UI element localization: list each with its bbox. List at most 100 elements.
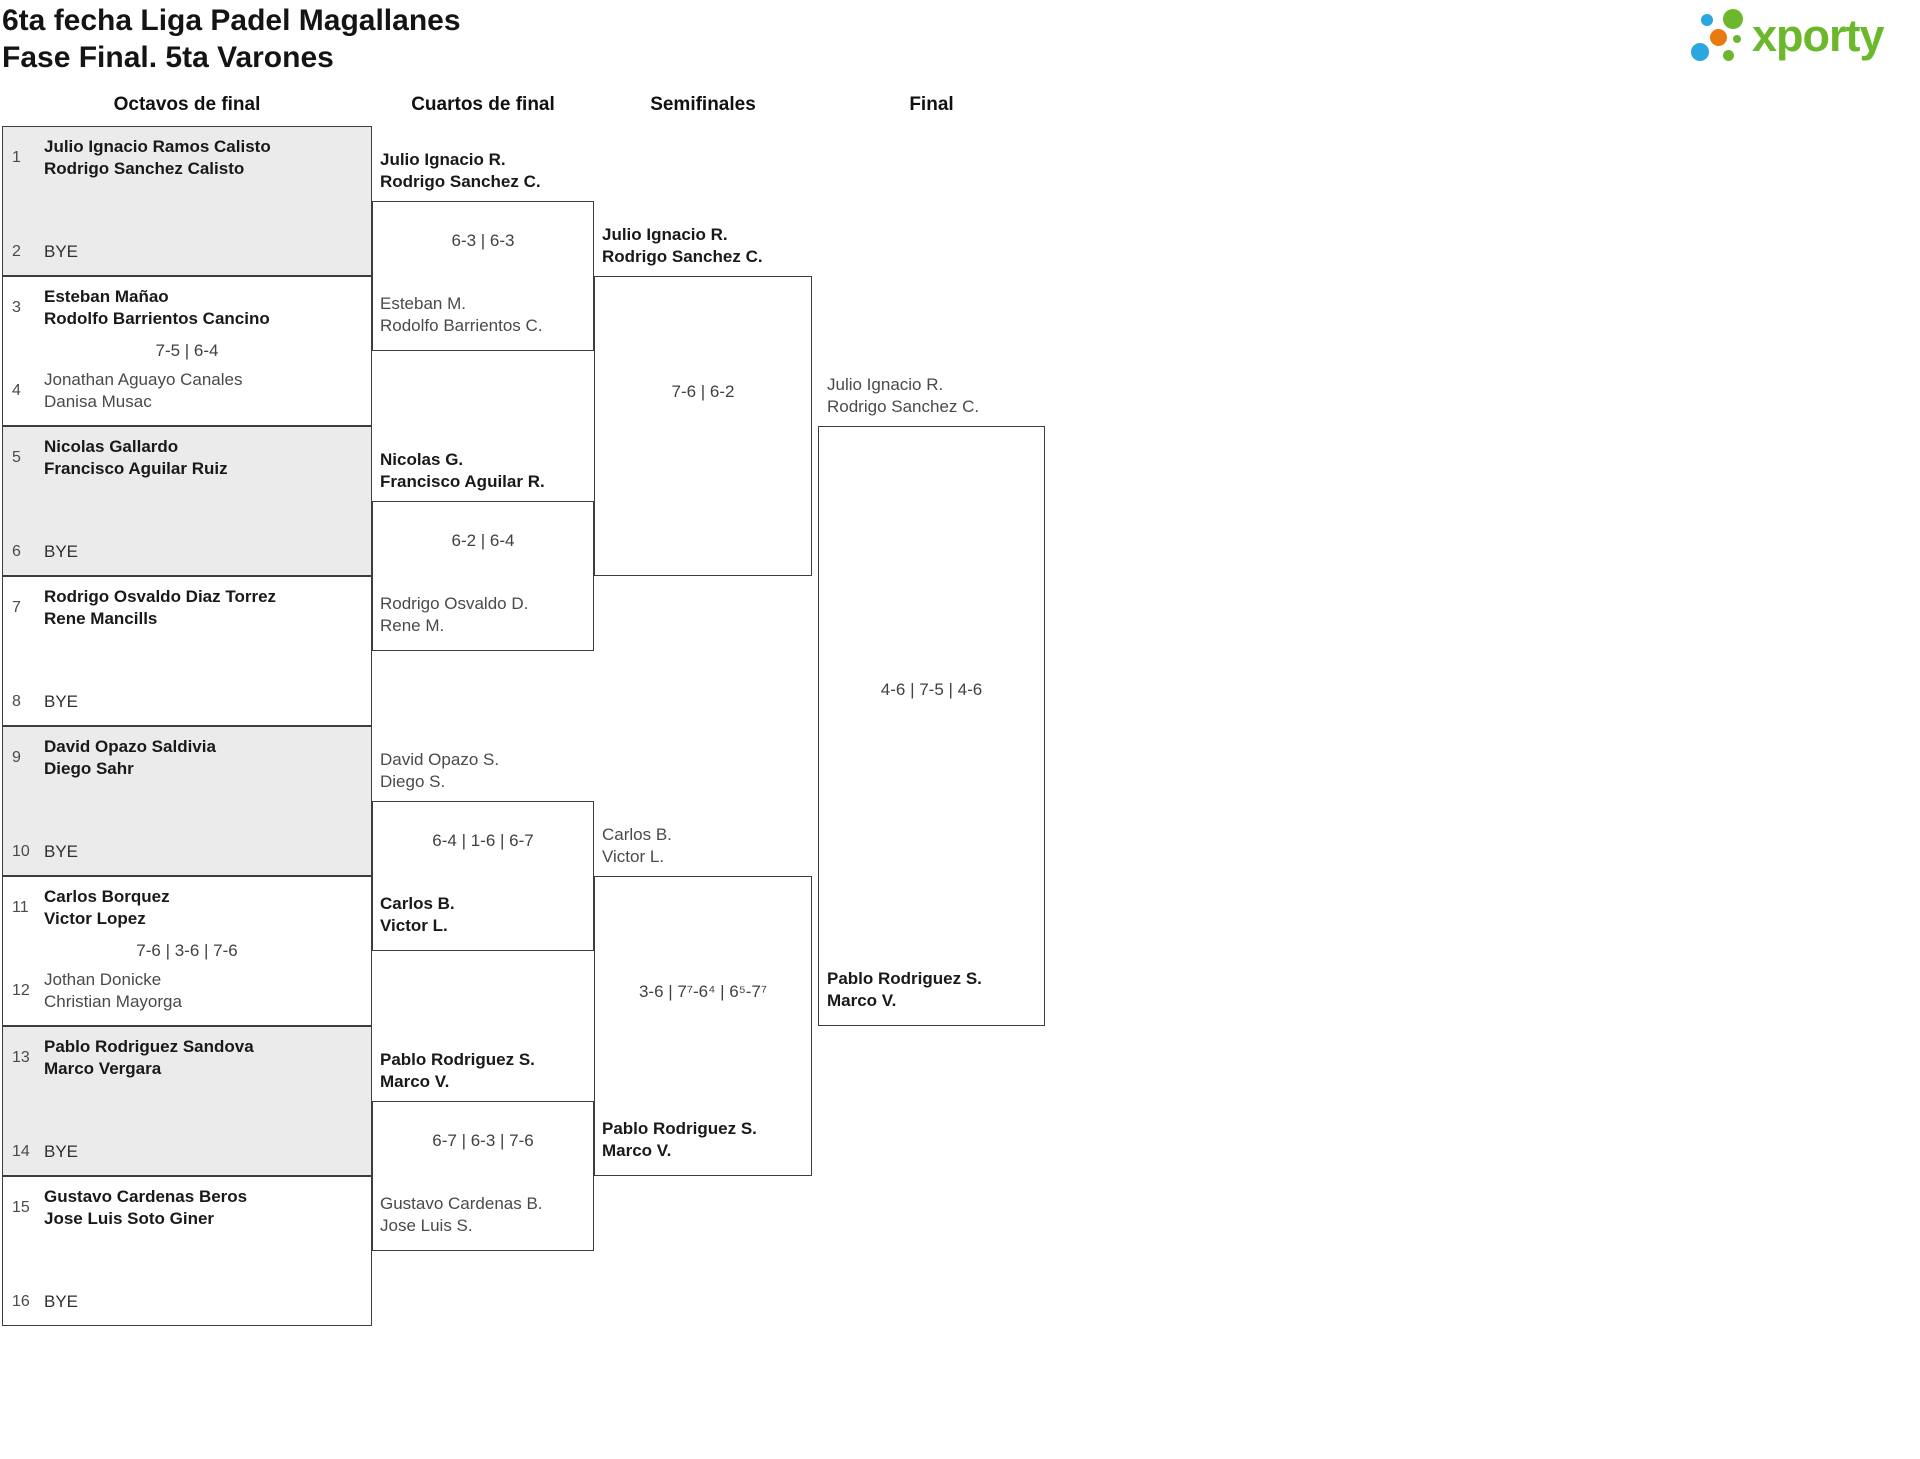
team-names: Pablo Rodriguez Sandova Marco Vergara <box>44 1036 254 1080</box>
seed-number: 11 <box>12 899 29 916</box>
team-slot-14: 14 BYE <box>12 1141 78 1163</box>
team-name-line: Gustavo Cardenas B. <box>380 1194 543 1213</box>
team-name-line: Nicolas G. <box>380 450 464 469</box>
round-header-final: Final <box>909 94 954 115</box>
team-names: Nicolas Gallardo Francisco Aguilar Ruiz <box>44 436 228 480</box>
team-name-line: Esteban M. <box>380 294 466 313</box>
seed-number: 5 <box>12 449 21 466</box>
round-header-semifinales: Semifinales <box>650 94 756 115</box>
team-name-line: Victor L. <box>602 847 665 866</box>
sf2-score: 3-6 | 7⁷-6⁴ | 6⁵-7⁷ <box>638 982 768 1001</box>
qf4-bottom-team: Gustavo Cardenas B. Jose Luis S. <box>380 1193 543 1237</box>
match-score: 7-5 | 6-4 <box>155 341 219 360</box>
team-name-line: Pablo Rodriguez S. <box>602 1119 757 1138</box>
team-name-line: Rene M. <box>380 616 445 635</box>
bye-label: BYE <box>44 542 79 561</box>
seed-number: 14 <box>12 1143 30 1160</box>
qf-match-2 <box>372 501 594 651</box>
qf3-top-team: David Opazo S. Diego S. <box>380 749 499 793</box>
seed-number: 13 <box>12 1049 30 1066</box>
team-name-line: Rodrigo Sanchez C. <box>380 172 541 191</box>
team-slot-1: 1 Julio Ignacio Ramos Calisto Rodrigo Sa… <box>12 136 271 180</box>
team-name-line: Carlos Borquez <box>44 887 170 906</box>
logo-dot-blue-big <box>1691 43 1709 61</box>
team-name-line: Jose Luis Soto Giner <box>44 1209 215 1228</box>
team-names: BYE <box>44 241 78 263</box>
seed-number: 3 <box>12 299 21 316</box>
r16-match-4: 7 Rodrigo Osvaldo Diaz Torrez Rene Manci… <box>2 576 372 726</box>
team-name-line: Nicolas Gallardo <box>44 437 179 456</box>
qf1-top-team: Julio Ignacio R. Rodrigo Sanchez C. <box>380 149 541 193</box>
logo-dot-green-small <box>1723 50 1734 61</box>
team-name-line: Jose Luis S. <box>380 1216 473 1235</box>
seed-number: 1 <box>12 149 21 166</box>
sf1-top-team: Julio Ignacio R. Rodrigo Sanchez C. <box>602 224 763 268</box>
team-name-line: Rodrigo Sanchez C. <box>827 397 980 416</box>
team-name-line: Francisco Aguilar R. <box>380 472 545 491</box>
team-name-line: Marco V. <box>380 1072 450 1091</box>
bye-label: BYE <box>44 842 79 861</box>
seed-number: 16 <box>12 1293 30 1310</box>
qf4-top-team: Pablo Rodriguez S. Marco V. <box>380 1049 535 1093</box>
team-names: Jonathan Aguayo Canales Danisa Musac <box>44 369 243 413</box>
r16-match-5: 9 David Opazo Saldivia Diego Sahr 10 BYE <box>2 726 372 876</box>
team-name-line: Rodolfo Barrientos C. <box>380 316 543 335</box>
sf1-score: 7-6 | 6-2 <box>671 382 735 401</box>
team-name-line: Esteban Mañao <box>44 287 169 306</box>
team-name-line: Rodrigo Osvaldo Diaz Torrez <box>44 587 277 606</box>
final-score: 4-6 | 7-5 | 4-6 <box>880 680 983 699</box>
qf1-score: 6-3 | 6-3 <box>451 231 515 250</box>
qf3-bottom-team: Carlos B. Victor L. <box>380 893 455 937</box>
team-names: BYE <box>44 691 78 713</box>
final-match <box>818 426 1045 1026</box>
title-block: 6ta fecha Liga Padel Magallanes Fase Fin… <box>2 2 461 76</box>
logo-dot-green-big <box>1723 9 1743 29</box>
team-slot-5: 5 Nicolas Gallardo Francisco Aguilar Rui… <box>12 436 228 480</box>
team-slot-12: 12 Jothan Donicke Christian Mayorga <box>12 969 182 1013</box>
team-name-line: Diego Sahr <box>44 759 134 778</box>
qf2-bottom-team: Rodrigo Osvaldo D. Rene M. <box>380 593 528 637</box>
team-name-line: Rodrigo Sanchez Calisto <box>44 159 245 178</box>
qf4-score: 6-7 | 6-3 | 7-6 <box>432 1131 534 1150</box>
seed-number: 4 <box>12 382 21 399</box>
logo-dot-orange <box>1710 29 1727 46</box>
team-name-line: Carlos B. <box>602 825 672 844</box>
seed-number: 9 <box>12 749 21 766</box>
team-names: David Opazo Saldivia Diego Sahr <box>44 736 216 780</box>
bye-label: BYE <box>44 1142 79 1161</box>
team-slot-11: 11 Carlos Borquez Victor Lopez <box>12 886 170 930</box>
team-name-line: Julio Ignacio Ramos Calisto <box>44 137 271 156</box>
team-name-line: Julio Ignacio R. <box>602 225 728 244</box>
r16-match-6: 11 Carlos Borquez Victor Lopez 7-6 | 3-6… <box>2 876 372 1026</box>
team-names: Julio Ignacio Ramos Calisto Rodrigo Sanc… <box>44 136 271 180</box>
team-names: Esteban Mañao Rodolfo Barrientos Cancino <box>44 286 270 330</box>
match-score: 7-6 | 3-6 | 7-6 <box>136 941 238 960</box>
team-name-line: Jothan Donicke <box>44 970 162 989</box>
team-name-line: Rodrigo Osvaldo D. <box>380 594 529 613</box>
bye-label: BYE <box>44 1292 79 1311</box>
team-name-line: Gustavo Cardenas Beros <box>44 1187 248 1206</box>
team-slot-8: 8 BYE <box>12 691 78 713</box>
bye-label: BYE <box>44 242 79 261</box>
team-name-line: Rodrigo Sanchez C. <box>602 247 763 266</box>
team-names: BYE <box>44 1141 78 1163</box>
team-name-line: Victor L. <box>380 916 448 935</box>
team-name-line: Pablo Rodriguez S. <box>380 1050 535 1069</box>
team-names: Jothan Donicke Christian Mayorga <box>44 969 182 1013</box>
team-name-line: David Opazo Saldivia <box>44 737 216 756</box>
team-slot-16: 16 BYE <box>12 1291 78 1313</box>
team-name-line: Christian Mayorga <box>44 992 182 1011</box>
qf-match-1 <box>372 201 594 351</box>
sf-match-1 <box>594 276 812 576</box>
team-slot-2: 2 BYE <box>12 241 78 263</box>
team-slot-6: 6 BYE <box>12 541 78 563</box>
seed-number: 12 <box>12 982 30 999</box>
team-name-line: Carlos B. <box>380 894 455 913</box>
team-name-line: Julio Ignacio R. <box>380 150 506 169</box>
team-names: Carlos Borquez Victor Lopez <box>44 886 170 930</box>
team-slot-15: 15 Gustavo Cardenas Beros Jose Luis Soto… <box>12 1186 247 1230</box>
qf-match-4 <box>372 1101 594 1251</box>
team-name-line: Diego S. <box>380 772 446 791</box>
team-names: BYE <box>44 841 78 863</box>
team-name-line: Pablo Rodriguez Sandova <box>44 1037 254 1056</box>
